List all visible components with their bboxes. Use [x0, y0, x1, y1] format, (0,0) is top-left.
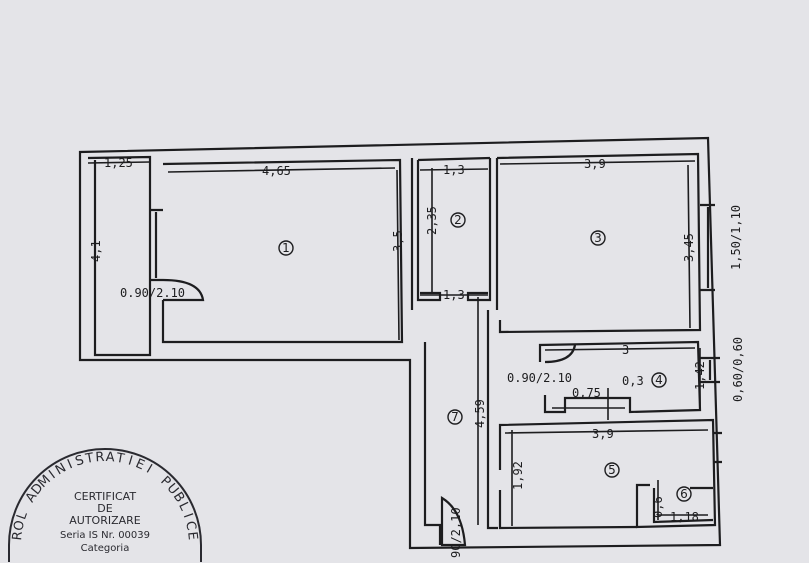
dim-room4-length: 1,42: [693, 361, 707, 390]
dim-room2-width-bottom: 1,3: [443, 288, 465, 302]
room-number-4: 4: [651, 372, 667, 388]
stamp-ring-letter: C: [182, 520, 199, 532]
entrance-door: [440, 496, 467, 547]
stamp-line2: DE: [97, 502, 112, 515]
dim-room2-width-top: 1,3: [443, 163, 465, 177]
dim-room3-window: 1,50/1,10: [729, 205, 743, 270]
dim-room4-width: 3: [622, 343, 629, 357]
dim-room4-niche-depth: 0,3: [622, 374, 644, 388]
stamp-ring-letter: O: [11, 519, 28, 532]
dimension-lines: [87, 160, 709, 526]
stamp-line3: AUTORIZARE: [69, 514, 141, 527]
walls: [78, 136, 722, 550]
dim-entrance-door: 90/2,10: [449, 507, 463, 558]
stamp-ring-letter: E: [133, 456, 147, 473]
stamp-ring-letter: T: [83, 451, 94, 467]
dim-room1-width: 4,65: [262, 164, 291, 178]
stamp-ring-letter: I: [144, 462, 155, 477]
dim-room4-window: 0,60/0,60: [731, 337, 745, 402]
dim-room6-length: 0,6: [651, 496, 665, 518]
room-numbers: 1 2 3 4 5 6 7: [278, 212, 692, 502]
stamp-line5: Categoria: [81, 543, 130, 554]
room-number-6: 6: [676, 486, 692, 502]
room-number-2: 2: [450, 212, 466, 228]
stamp-ring-letter: I: [180, 512, 195, 521]
room-number-7: 7: [447, 409, 463, 425]
svg-text:7: 7: [451, 410, 459, 424]
stamp-line4: Seria IS Nr. 00039: [60, 530, 150, 541]
dim-room3-width: 3,9: [584, 157, 606, 171]
stamp-ring-letter: E: [184, 531, 200, 541]
dimension-labels: 1,25 4,1 4,65 3,5 0.90/2.10 1,3 2,35 1,3…: [89, 156, 745, 558]
dim-room4-door: 0.90/2.10: [507, 371, 572, 385]
dim-room1-door: 0.90/2.10: [120, 286, 185, 300]
dim-balcony-length: 4,1: [89, 240, 103, 262]
room-number-5: 5: [604, 462, 620, 478]
dim-room3-length: 3,45: [682, 233, 696, 262]
stamp-line1: CERTIFICAT: [74, 490, 136, 503]
stamp-ring-letter: R: [95, 450, 105, 466]
svg-text:3: 3: [594, 231, 602, 245]
doors: [162, 278, 577, 547]
svg-text:5: 5: [608, 463, 616, 477]
stamp-outer-ring: [8, 448, 202, 562]
dim-room1-length: 3,5: [391, 230, 405, 252]
svg-text:4: 4: [655, 373, 663, 387]
stamp-ring-letter: I: [65, 457, 75, 472]
stamp-ring-letter: R: [10, 531, 26, 542]
dim-room4-niche-width: 0,75: [572, 386, 601, 400]
svg-text:1: 1: [282, 241, 290, 255]
dim-hall-length: 4,59: [473, 399, 487, 428]
dim-room2-length: 2,35: [425, 206, 439, 235]
svg-text:2: 2: [454, 213, 462, 227]
dim-room5-length: 1,92: [511, 461, 525, 490]
stamp-ring-letter: T: [114, 451, 125, 467]
door-room1: [162, 278, 205, 302]
stamp-ring-letter: I: [126, 454, 134, 469]
stamp-ring-letter: A: [105, 450, 115, 466]
room-number-3: 3: [590, 230, 606, 246]
svg-text:6: 6: [680, 487, 688, 501]
dim-room5-width: 3,9: [592, 427, 614, 441]
dim-balcony-width: 1,25: [104, 156, 133, 170]
room-number-1: 1: [278, 240, 294, 256]
dim-room6-width: 1,18: [670, 510, 699, 524]
door-room4: [544, 344, 577, 364]
stamp-ring-letter: S: [74, 453, 86, 470]
